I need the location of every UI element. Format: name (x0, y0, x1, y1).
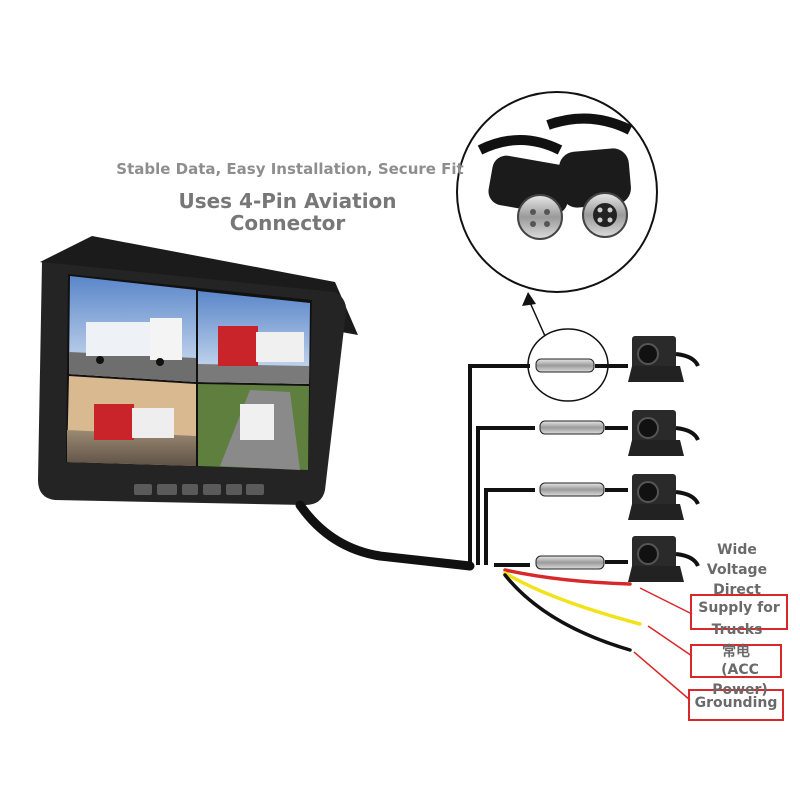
screen-view-2 (198, 291, 310, 384)
label-pointers (633, 587, 693, 701)
connector-1 (535, 358, 595, 373)
monitor-button-4[interactable] (203, 484, 221, 495)
screen-view-3 (67, 376, 196, 466)
connector-male-face (517, 194, 563, 240)
acc-power-label: (ACC Power) (712, 662, 768, 698)
aviation-connectors (535, 358, 605, 570)
camera-lens-icon (637, 417, 659, 439)
camera-lens-icon (637, 343, 659, 365)
monitor-button-1[interactable] (134, 484, 152, 495)
monitor-button-5[interactable] (226, 484, 242, 495)
grounding-label-box (688, 689, 784, 721)
connector-2 (539, 420, 605, 435)
monitor-button-3[interactable] (182, 484, 198, 495)
connector-4 (535, 555, 605, 570)
red-wire (503, 568, 632, 586)
grounding-label: Grounding (694, 695, 778, 711)
camera-2 (628, 410, 700, 456)
camera-cables (468, 364, 628, 567)
connector-zoom-bubble (456, 91, 658, 293)
monitor-button-6[interactable] (246, 484, 264, 495)
screen-view-1 (69, 276, 196, 382)
power-wires (503, 568, 642, 652)
camera-lens-icon (637, 543, 659, 565)
trucks-label: Trucks (711, 622, 763, 638)
camera-1 (628, 336, 700, 382)
monitor (38, 236, 358, 505)
supply-label-box (690, 594, 788, 630)
black-wire (503, 573, 632, 652)
subtitle: Stable Data, Easy Installation, Secure F… (116, 160, 464, 178)
camera-lens-icon (637, 481, 659, 503)
screen-view-4 (198, 384, 309, 470)
wide-voltage-label: Wide Voltage Direct (706, 542, 768, 598)
yellow-wire (503, 571, 642, 626)
zoom-pointer-arrow (522, 292, 536, 306)
page-title: Uses 4-Pin Aviation Connector (178, 189, 397, 235)
monitor-button-2[interactable] (157, 484, 177, 495)
camera-3 (628, 474, 700, 520)
main-cable (295, 500, 475, 571)
acc-label: 常电 (722, 644, 750, 660)
connector-3 (539, 482, 605, 497)
supply-label: Supply for (698, 600, 780, 616)
monitor-button-row (134, 484, 264, 495)
connector-highlight-circle (527, 328, 609, 402)
camera-4 (628, 536, 700, 582)
acc-label-box (690, 644, 782, 678)
